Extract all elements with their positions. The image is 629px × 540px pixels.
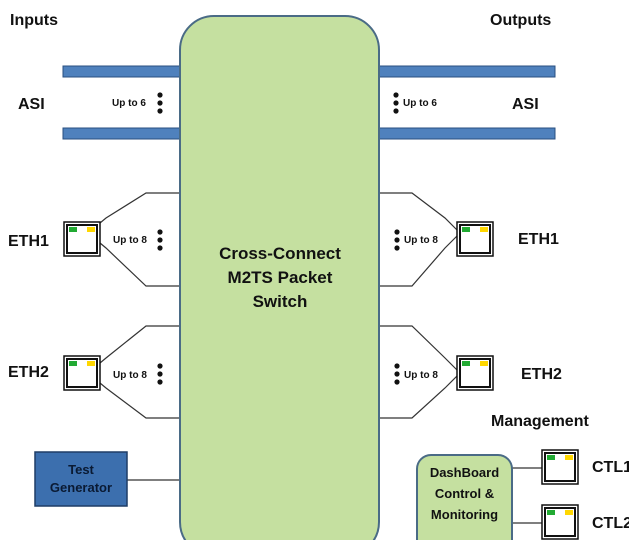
eth1-right-count: Up to 8 (404, 235, 438, 246)
ctl1-label: CTL1 (592, 459, 629, 476)
eth1-left-label: ETH1 (8, 233, 49, 250)
test-generator-label: Test Generator (49, 462, 113, 495)
asi-left-label: ASI (18, 96, 45, 113)
asi-pipe-right-bottom (364, 127, 556, 140)
switch-label: Cross-Connect M2TS Packet Switch (219, 244, 341, 311)
asi-pipe-right-top (364, 65, 556, 78)
eth1-right-lines (377, 192, 461, 287)
eth2-right-dots-icon (394, 363, 400, 385)
asi-pipe-left-top (62, 65, 198, 78)
dashboard-label: DashBoard Control & Monitoring (429, 465, 500, 522)
eth2-right-label: ETH2 (521, 366, 562, 383)
ctl1-port-icon (541, 449, 579, 485)
eth1-left-dots-icon (157, 229, 163, 251)
inputs-header: Inputs (10, 12, 58, 29)
eth2-left-label: ETH2 (8, 364, 49, 381)
asi-right-count: Up to 6 (403, 98, 437, 109)
eth2-left-port-icon (63, 355, 101, 391)
eth2-right-count: Up to 8 (404, 370, 438, 381)
eth1-right-dots-icon (394, 229, 400, 251)
asi-right-dots-icon (393, 92, 399, 114)
asi-left-count: Up to 6 (112, 98, 146, 109)
asi-pipe-left-bottom (62, 127, 198, 140)
asi-left-dots-icon (157, 92, 163, 114)
eth2-left-count: Up to 8 (113, 370, 147, 381)
eth1-right-port-icon (456, 221, 494, 257)
eth1-left-count: Up to 8 (113, 235, 147, 246)
eth2-left-dots-icon (157, 363, 163, 385)
eth2-right-lines (377, 325, 461, 419)
asi-right-label: ASI (512, 96, 539, 113)
test-generator-box (34, 451, 128, 507)
ctl2-label: CTL2 (592, 515, 629, 532)
management-header: Management (491, 413, 589, 430)
switch-box (179, 15, 380, 540)
eth2-right-port-icon (456, 355, 494, 391)
dashboard-box (416, 454, 513, 540)
eth1-left-port-icon (63, 221, 101, 257)
ctl2-port-icon (541, 504, 579, 540)
outputs-header: Outputs (490, 12, 552, 29)
eth1-right-label: ETH1 (518, 231, 559, 248)
